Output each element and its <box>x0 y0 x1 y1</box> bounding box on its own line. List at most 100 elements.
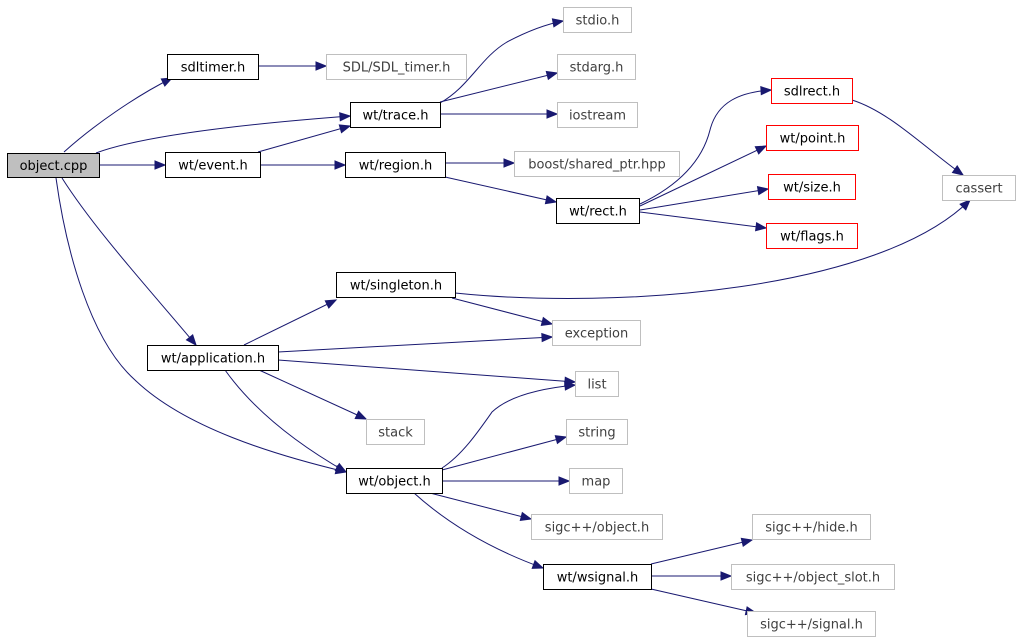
node-label: boost/shared_ptr.hpp <box>528 158 666 173</box>
node-label: sdlrect.h <box>784 85 840 100</box>
node-label: map <box>582 475 611 490</box>
node-box <box>942 175 1016 201</box>
node-label: sigc++/hide.h <box>765 521 857 536</box>
edge-wt-event-h-to-wt-trace-h <box>257 124 352 153</box>
node-label: wt/singleton.h <box>350 279 442 294</box>
node-label: sigc++/object.h <box>545 521 649 536</box>
node-label: iostream <box>569 109 626 124</box>
node-box <box>165 152 261 178</box>
node-label: wt/wsignal.h <box>557 571 639 586</box>
edge-sdlrect-h-to-cassert <box>851 99 965 176</box>
node-label: wt/flags.h <box>780 230 844 245</box>
edge-object-cpp-to-wt-object-h <box>55 177 348 475</box>
arrowhead-icon <box>558 476 571 486</box>
node-wt-wsignal-h[interactable]: wt/wsignal.h <box>543 564 652 590</box>
node-object-cpp[interactable]: object.cpp <box>7 153 100 178</box>
node-box <box>766 223 858 249</box>
node-label: exception <box>565 327 629 342</box>
edge-wt-rect-h-to-wt-size-h <box>639 186 770 211</box>
node-stdarg-h: stdarg.h <box>557 54 636 80</box>
node-sigcpp-object-slot-h: sigc++/object_slot.h <box>731 564 895 590</box>
node-box <box>731 564 895 590</box>
node-box <box>557 102 638 128</box>
edge-object-cpp-to-sdltimer-h <box>63 77 174 153</box>
node-box <box>346 468 443 494</box>
node-label: stdarg.h <box>570 61 624 76</box>
node-wt-singleton-h[interactable]: wt/singleton.h <box>336 272 456 298</box>
arrowhead-icon <box>951 165 965 176</box>
node-box <box>147 345 279 371</box>
node-label: cassert <box>955 182 1002 197</box>
node-label: wt/region.h <box>359 159 433 174</box>
node-label: wt/size.h <box>783 181 841 196</box>
edge-wt-singleton-h-to-exception <box>451 297 554 326</box>
arrowhead-icon <box>503 158 516 168</box>
node-list: list <box>575 371 619 397</box>
node-label: SDL/SDL_timer.h <box>343 61 451 76</box>
node-box <box>350 102 441 128</box>
node-label: sigc++/object_slot.h <box>746 571 880 586</box>
edge-wt-wsignal-h-to-sigcpp-object-slot-h <box>651 571 733 581</box>
node-box <box>766 125 859 151</box>
arrowhead-icon <box>324 299 338 309</box>
node-label: wt/point.h <box>780 132 846 147</box>
node-cassert: cassert <box>942 175 1016 201</box>
node-iostream: iostream <box>557 102 638 128</box>
arrowhead-icon <box>540 316 554 326</box>
arrowhead-icon <box>531 559 545 569</box>
edge-wt-application-h-to-wt-object-h <box>224 369 348 473</box>
edge-sdltimer-h-to-sdl-sdl-timer-h <box>258 61 328 71</box>
node-wt-object-h[interactable]: wt/object.h <box>346 468 443 494</box>
node-box <box>326 54 467 80</box>
node-label: wt/trace.h <box>362 109 428 124</box>
arrowhead-icon <box>720 571 733 581</box>
arrowhead-icon <box>546 109 559 119</box>
edge-wt-region-h-to-boost-shared-ptr-hpp <box>445 158 516 168</box>
node-box <box>768 174 856 200</box>
node-label: stack <box>378 426 413 441</box>
edge-wt-rect-h-to-wt-point-h <box>639 145 768 207</box>
arrowhead-icon <box>354 410 368 420</box>
node-box <box>566 419 628 445</box>
node-wt-event-h[interactable]: wt/event.h <box>165 152 261 178</box>
arrowhead-icon <box>315 61 328 71</box>
edge-wt-object-h-to-string <box>441 435 568 471</box>
arrowhead-icon <box>545 70 559 81</box>
arrowhead-icon <box>754 145 768 155</box>
node-wt-rect-h[interactable]: wt/rect.h <box>556 198 640 224</box>
arrowhead-icon <box>338 124 352 134</box>
edge-wt-application-h-to-list <box>277 359 577 387</box>
node-box <box>563 7 632 33</box>
arrowhead-icon <box>551 18 565 28</box>
node-label: wt/application.h <box>161 352 265 367</box>
arrowhead-icon <box>339 112 352 122</box>
node-label: object.cpp <box>20 159 88 174</box>
node-label: wt/rect.h <box>569 205 627 220</box>
node-box <box>543 564 652 590</box>
node-map: map <box>569 468 623 494</box>
node-string: string <box>566 419 628 445</box>
node-box <box>7 153 100 178</box>
node-sigcpp-hide-h: sigc++/hide.h <box>752 514 871 540</box>
node-label: wt/event.h <box>178 159 248 174</box>
arrowhead-icon <box>334 462 348 473</box>
node-label: string <box>578 426 615 441</box>
arrowhead-icon <box>554 435 568 445</box>
edge-wt-event-h-to-wt-region-h <box>260 160 347 170</box>
node-box <box>514 151 680 177</box>
edge-wt-application-h-to-exception <box>277 332 554 353</box>
edge-wt-region-h-to-wt-rect-h <box>444 176 558 205</box>
node-wt-application-h[interactable]: wt/application.h <box>147 345 279 371</box>
node-box <box>336 272 456 298</box>
node-box <box>552 320 641 346</box>
node-stdio-h: stdio.h <box>563 7 632 33</box>
edge-wt-singleton-h-to-cassert <box>454 199 971 300</box>
node-wt-region-h[interactable]: wt/region.h <box>345 152 446 178</box>
arrowhead-icon <box>185 333 197 347</box>
arrowhead-icon <box>760 85 773 96</box>
node-sdltimer-h[interactable]: sdltimer.h <box>167 54 259 80</box>
node-sigcpp-object-h: sigc++/object.h <box>531 514 663 540</box>
node-wt-trace-h[interactable]: wt/trace.h <box>350 102 441 128</box>
node-box <box>345 152 446 178</box>
